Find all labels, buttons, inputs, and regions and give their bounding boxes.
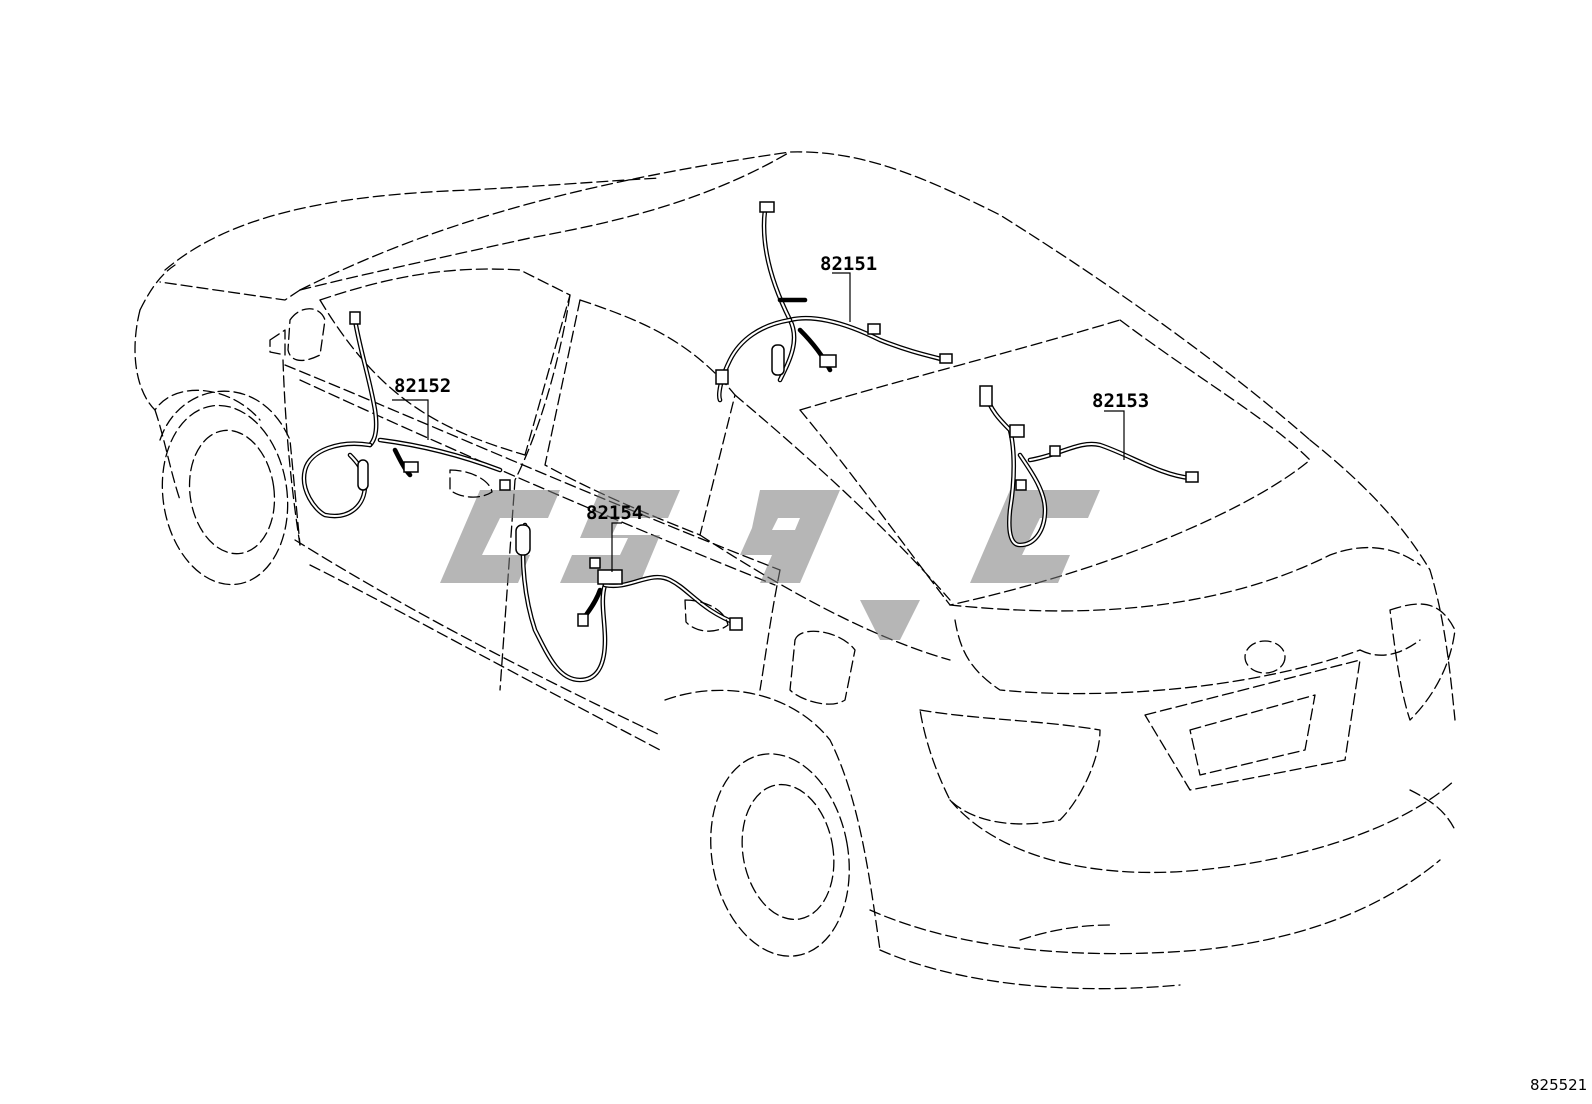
connector bbox=[1185, 471, 1199, 483]
connector bbox=[1015, 479, 1027, 491]
connector bbox=[729, 617, 743, 631]
connector bbox=[939, 353, 953, 364]
connector bbox=[589, 557, 601, 569]
connector bbox=[499, 479, 511, 491]
connector bbox=[597, 569, 623, 585]
connector bbox=[515, 524, 531, 556]
connector bbox=[979, 385, 993, 407]
label-82151[interactable]: 82151 bbox=[820, 253, 877, 275]
connector bbox=[1049, 445, 1061, 457]
harness-82152[interactable] bbox=[301, 311, 511, 519]
harness-82153[interactable] bbox=[979, 385, 1199, 548]
watermark-logo bbox=[440, 490, 1100, 640]
car-outline-icon bbox=[134, 151, 1456, 990]
connector bbox=[577, 613, 589, 627]
connector bbox=[771, 344, 785, 376]
connector bbox=[1009, 424, 1025, 438]
harness-82151[interactable] bbox=[715, 201, 953, 403]
connector bbox=[715, 369, 729, 385]
connector bbox=[867, 323, 881, 335]
connector bbox=[349, 311, 361, 325]
connector bbox=[403, 461, 419, 473]
connector bbox=[759, 201, 775, 213]
connector bbox=[357, 459, 369, 491]
label-82152[interactable]: 82152 bbox=[394, 375, 451, 397]
connector bbox=[819, 354, 837, 368]
label-82153[interactable]: 82153 bbox=[1092, 390, 1149, 412]
reference-code: 825521 bbox=[1530, 1076, 1587, 1094]
harness-82154[interactable] bbox=[515, 522, 743, 683]
label-82154[interactable]: 82154 bbox=[586, 502, 643, 524]
